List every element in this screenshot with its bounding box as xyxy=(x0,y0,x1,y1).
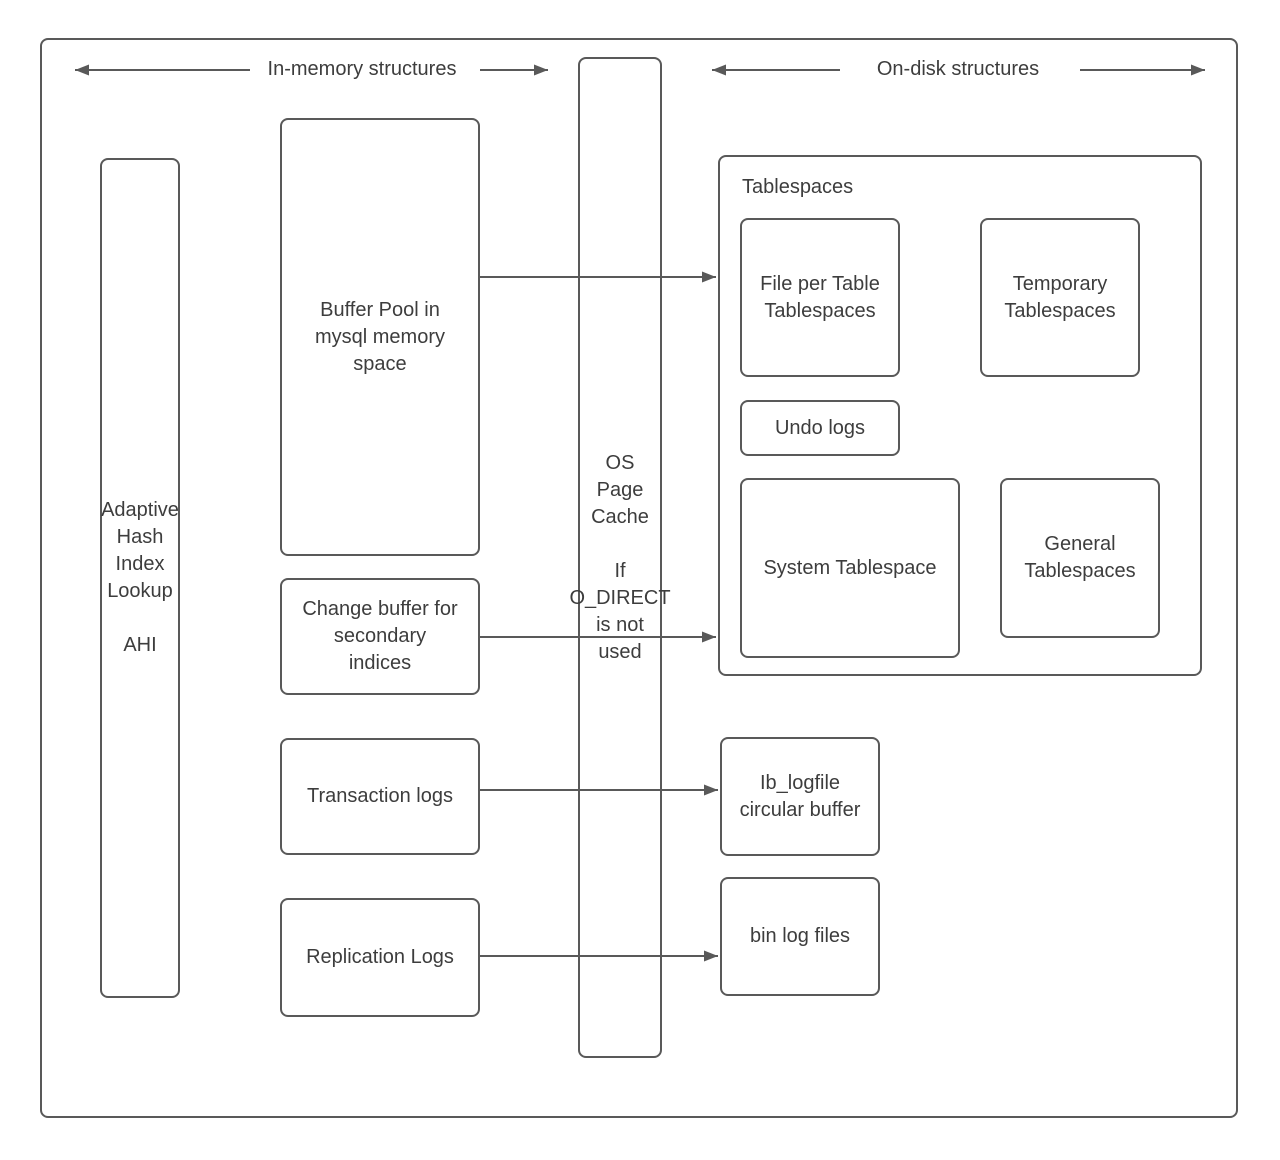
file-per-table-tablespaces-text: File per Table Tablespaces xyxy=(760,272,880,322)
replication-logs-text: Replication Logs xyxy=(306,946,454,968)
replication-logs-box: Replication Logs xyxy=(280,898,480,1017)
undo-logs-box: Undo logs xyxy=(740,400,900,456)
transaction-logs-box: Transaction logs xyxy=(280,738,480,855)
os-page-cache-text: OS Page Cache If O_DIRECT is not used xyxy=(569,451,671,663)
bin-log-files-text: bin log files xyxy=(749,925,851,947)
general-tablespaces-text: General Tablespaces xyxy=(1024,533,1136,582)
adaptive-hash-index-box: Adaptive Hash Index Lookup AHI xyxy=(100,158,180,998)
temporary-tablespaces-text: Temporary Tablespaces xyxy=(1004,272,1116,322)
transaction-logs-text: Transaction logs xyxy=(307,785,453,807)
file-per-table-tablespaces-box: File per Table Tablespaces xyxy=(740,218,900,377)
temporary-tablespaces-box: Temporary Tablespaces xyxy=(980,218,1140,377)
bin-log-files-box: bin log files xyxy=(720,877,880,996)
system-tablespace-box: System Tablespace xyxy=(740,478,960,658)
tablespaces-container: Tablespaces xyxy=(718,155,1202,676)
tablespaces-label: Tablespaces xyxy=(742,176,854,198)
ib-logfile-text: Ib_logfile circular buffer xyxy=(739,771,861,821)
general-tablespaces-box: General Tablespaces xyxy=(1000,478,1160,638)
on-disk-structures-label: On-disk structures xyxy=(876,58,1040,80)
system-tablespace-text: System Tablespace xyxy=(763,556,937,579)
ib-logfile-box: Ib_logfile circular buffer xyxy=(720,737,880,856)
undo-logs-text: Undo logs xyxy=(774,416,866,439)
diagram-outer-frame xyxy=(40,38,1238,1118)
change-buffer-text: Change buffer for secondary indices xyxy=(302,598,458,674)
in-memory-structures-label: In-memory structures xyxy=(267,58,457,80)
os-page-cache-box: OS Page Cache If O_DIRECT is not used xyxy=(569,57,671,1058)
change-buffer-box: Change buffer for secondary indices xyxy=(280,578,480,695)
buffer-pool-box: Buffer Pool in mysql memory space xyxy=(280,118,480,556)
buffer-pool-text: Buffer Pool in mysql memory space xyxy=(314,298,445,375)
adaptive-hash-index-text: Adaptive Hash Index Lookup AHI xyxy=(101,499,179,656)
